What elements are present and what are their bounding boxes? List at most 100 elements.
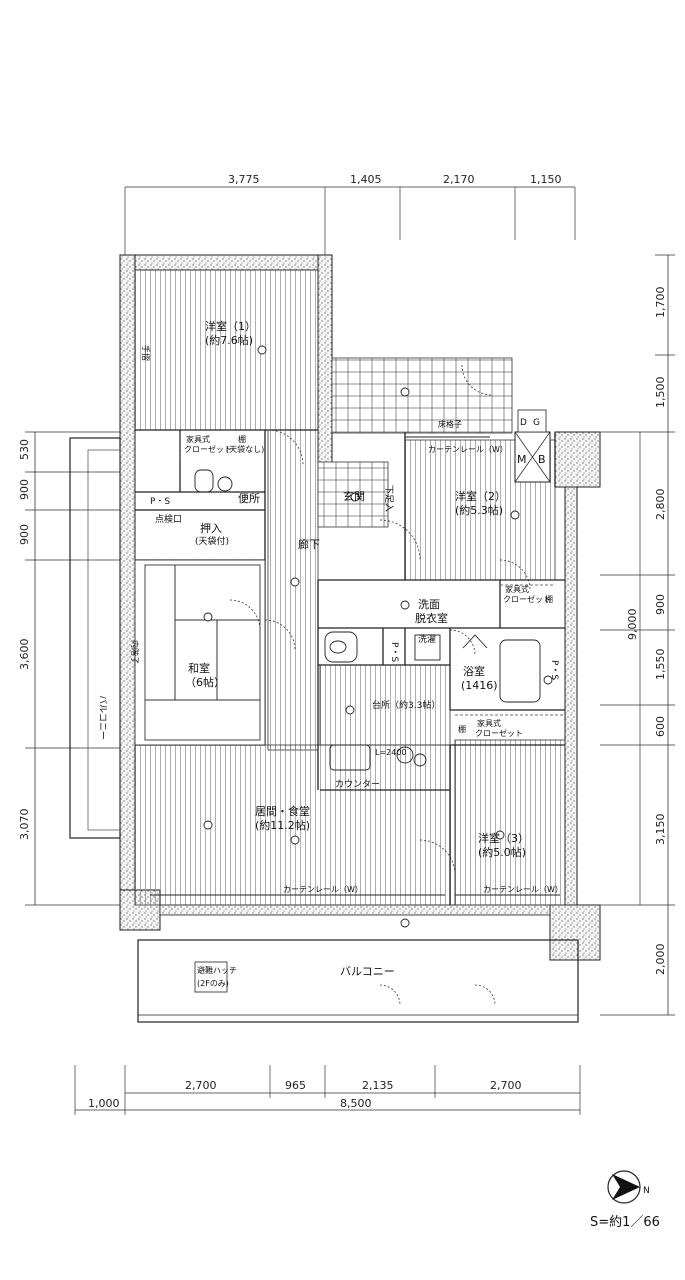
shelf-note: (天袋なし): [226, 444, 264, 454]
dim-left-4: 3,600: [18, 639, 31, 671]
closet-3: クローゼット: [475, 728, 523, 738]
bathtub: [499, 639, 541, 703]
washitsu-tatami: [134, 559, 266, 746]
dim-bottom-total: 8,500: [340, 1097, 372, 1110]
hatch-label-1: 避難ハッチ: [197, 965, 237, 975]
dim-bottom-2: 965: [285, 1079, 306, 1092]
dim-right-7: 3,150: [654, 814, 667, 846]
wash-name-2: 脱衣室: [415, 611, 448, 625]
corridor-floor: [267, 429, 319, 751]
dim-right-total: 9,000: [626, 609, 639, 641]
dim-bottom-left: 1,000: [88, 1097, 120, 1110]
ldk-size: (約11.2帖): [255, 818, 310, 832]
dim-bottom-3: 2,135: [362, 1079, 394, 1092]
closet-1: クローゼット: [184, 444, 232, 454]
curtain-label-1: カーテンレール（W）: [283, 885, 363, 894]
shower: [462, 634, 488, 649]
toilet-name: 便所: [238, 492, 260, 505]
balcony-left-label: バルコニー: [97, 695, 108, 740]
hatch-box: [194, 961, 228, 993]
dim-right-5: 1,550: [654, 649, 667, 681]
left-dimensions: 530 900 900 3,600 3,070: [18, 431, 125, 906]
curtain-rails: [150, 436, 560, 896]
dg-label-2: G: [533, 418, 540, 428]
ldk-name: 居間・食堂: [255, 804, 310, 818]
dim-left-1: 530: [18, 439, 31, 460]
dim-right-1: 1,700: [654, 287, 667, 319]
corridor-name: 廊下: [298, 537, 320, 551]
dim-top-1: 3,775: [228, 173, 260, 186]
bath-name: 浴室: [463, 664, 485, 678]
light-bath: [543, 675, 553, 685]
north-arrow-icon: [612, 1174, 640, 1200]
closet-2: クローゼット: [503, 594, 551, 604]
right-dimensions: 1,700 1,500 2,800 900 1,550 600 3,150 2,…: [600, 254, 675, 1016]
western2-size: (約5.3帖): [455, 503, 503, 517]
closet-markings: [135, 432, 565, 716]
mb-label-2: B: [538, 453, 546, 466]
ps-label-2: P・S: [389, 642, 399, 662]
spandrel-label: 床格子: [438, 419, 462, 429]
western3-size: (約5.0帖): [478, 845, 526, 859]
ps-label-3: P・S: [549, 660, 559, 680]
washitsu-size: （6帖）: [185, 676, 225, 689]
western2-name: 洋室（2）: [455, 489, 506, 503]
compass-label: N: [643, 1186, 650, 1196]
dim-right-3: 2,800: [654, 489, 667, 521]
light-entrance: [350, 492, 360, 502]
ldk-floor: [134, 744, 456, 906]
light-western2: [510, 510, 520, 520]
western3-floor: [454, 739, 566, 906]
dim-top-4: 1,150: [530, 173, 562, 186]
kitchen-length: L=2400: [375, 748, 407, 757]
toilet-bowl: [194, 469, 214, 493]
lights: [203, 345, 553, 928]
dg-label: D: [520, 418, 527, 428]
dim-left-2: 900: [18, 479, 31, 500]
oshiire-note: (天袋付): [195, 535, 229, 547]
light-western3: [495, 830, 505, 840]
light-kitchen: [345, 705, 355, 715]
wash-basin: [324, 631, 358, 663]
dim-bottom-4: 2,700: [490, 1079, 522, 1092]
fixtures: [194, 469, 541, 771]
light-western1: [257, 345, 267, 355]
kitchen-floor: [319, 664, 451, 746]
oshiire-name: 押入: [200, 521, 222, 535]
curtain-label-3: カーテンレール（W）: [428, 445, 508, 454]
closet-furn-2: 家具式: [505, 584, 529, 594]
kitchen-sink: [329, 744, 371, 771]
porch-tiles: [331, 357, 513, 434]
dim-right-2: 1,500: [654, 377, 667, 409]
entrance-name: 玄関: [343, 489, 365, 503]
laundry-pan: [414, 634, 441, 661]
western1-size: (約7.6帖): [205, 333, 253, 347]
room-labels: 洋室（1） (約7.6帖) 洋室（2） (約5.3帖) 洋室（3） (約5.0帖…: [97, 319, 563, 993]
shelf-1: 棚: [238, 434, 246, 444]
dim-bottom-1: 2,700: [185, 1079, 217, 1092]
dim-top-3: 2,170: [443, 173, 475, 186]
shoe-box-label: 下足入: [383, 485, 394, 512]
light-washitsu: [203, 612, 213, 622]
doors: [229, 364, 531, 1006]
naibashigo-label: 内階子: [130, 640, 140, 664]
hatch-label-2: (2Fのみ): [197, 979, 229, 988]
light-washroom: [400, 600, 410, 610]
dim-top-2: 1,405: [350, 173, 382, 186]
bath-size: (1416): [461, 679, 498, 692]
dim-right-4: 900: [654, 594, 667, 615]
washitsu-name: 和室: [188, 661, 210, 675]
scale-label: S=約1／66: [590, 1215, 660, 1230]
closet-furn-3: 家具式: [477, 718, 501, 728]
shelf-3: 棚: [458, 724, 466, 734]
dim-right-8: 2,000: [654, 944, 667, 976]
ps-label-1: P・S: [150, 497, 170, 507]
light-balcony: [400, 918, 410, 928]
light-corridor: [290, 577, 300, 587]
closet-furn-1: 家具式: [186, 434, 210, 444]
dim-left-5: 3,070: [18, 809, 31, 841]
kitchen-name: 台所（約3.3帖）: [372, 699, 440, 711]
stove: [396, 746, 414, 764]
laundry-label: 洗濯: [418, 633, 436, 645]
